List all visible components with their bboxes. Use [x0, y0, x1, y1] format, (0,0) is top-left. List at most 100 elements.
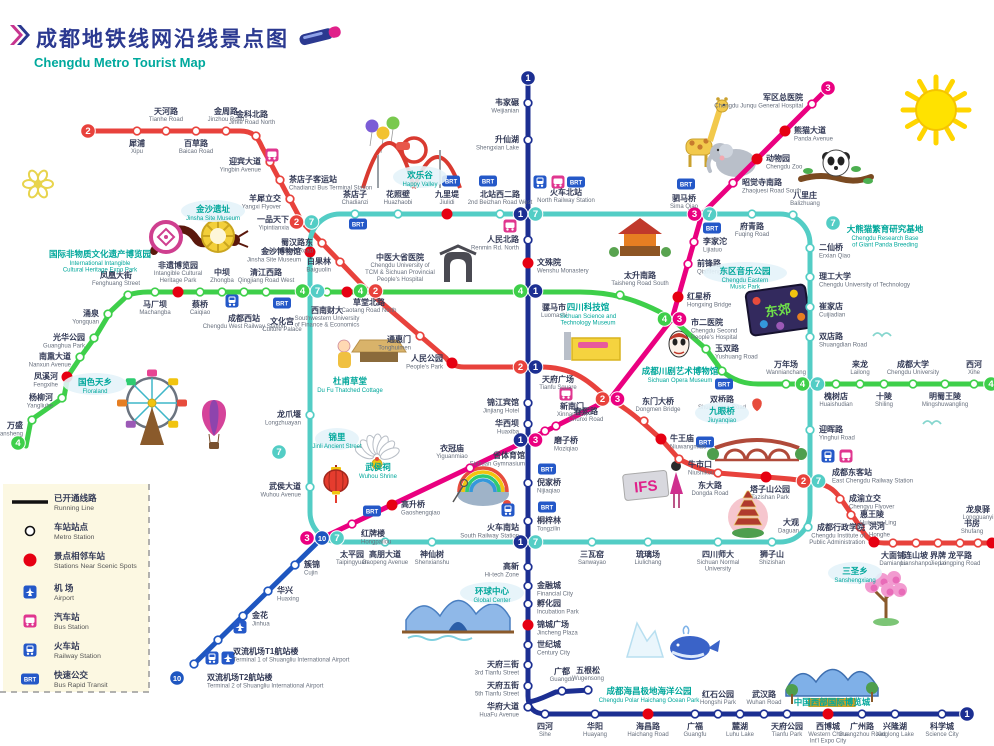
svg-text:天府五街: 天府五街	[487, 680, 519, 690]
svg-text:Hongxing Bridge: Hongxing Bridge	[687, 303, 732, 309]
svg-text:BRT: BRT	[482, 179, 495, 185]
svg-text:1: 1	[525, 73, 531, 84]
svg-text:4: 4	[662, 314, 668, 325]
svg-text:汽车站: 汽车站	[54, 612, 80, 622]
svg-text:Huiwang Ling: Huiwang Ling	[860, 521, 896, 527]
station-guanghua-park	[89, 333, 99, 343]
svg-text:Sichuan Normal: Sichuan Normal	[697, 560, 740, 566]
svg-text:BRT: BRT	[276, 301, 289, 307]
svg-text:牛王庙: 牛王庙	[670, 433, 694, 443]
svg-text:Dongda Road: Dongda Road	[691, 491, 728, 497]
station-gaopeng-avenue	[380, 537, 390, 547]
svg-text:Floraland: Floraland	[82, 389, 107, 395]
svg-text:茶店子客运站: 茶店子客运站	[288, 174, 337, 184]
svg-text:九眼桥: 九眼桥	[708, 406, 735, 416]
svg-text:3: 3	[615, 394, 620, 405]
svg-text:Century City: Century City	[537, 651, 570, 657]
station-sihe	[540, 709, 550, 719]
svg-text:2: 2	[85, 126, 90, 137]
svg-text:Zhaojuesi Road South: Zhaojuesi Road South	[742, 189, 801, 195]
svg-text:Cuijiadian: Cuijiadian	[819, 313, 845, 319]
line-badge-7: 7	[271, 444, 287, 460]
svg-text:Jiuyanqiao: Jiuyanqiao	[708, 418, 737, 424]
station-erxian-qiao	[805, 243, 815, 253]
station-terminal-2-of-shuangliu-international-airport	[189, 659, 199, 669]
svg-text:1: 1	[518, 537, 524, 548]
svg-text:Chengdu Institute of: Chengdu Institute of	[811, 534, 865, 540]
svg-text:Daguan: Daguan	[778, 529, 799, 535]
svg-text:Terminal 1 of Shuangliu Intern: Terminal 1 of Shuangliu International Ai…	[233, 658, 350, 664]
svg-text:Guangfu: Guangfu	[683, 732, 706, 738]
station-nijiaqiao	[523, 478, 533, 488]
svg-text:BRT: BRT	[445, 179, 458, 185]
svg-text:Cultural Heritage Expo Park: Cultural Heritage Expo Park	[63, 268, 138, 274]
expo-illustration	[785, 668, 879, 707]
svg-text:Yangliuhe: Yangliuhe	[27, 404, 54, 410]
station-jiepai	[933, 538, 943, 548]
svg-text:1: 1	[518, 209, 524, 220]
svg-text:Sihe: Sihe	[539, 732, 552, 738]
svg-text:白果林: 白果林	[307, 256, 331, 266]
svg-text:成都西站: 成都西站	[228, 313, 260, 323]
svg-text:Chadianzi: Chadianzi	[342, 200, 369, 206]
station-tonghuimen	[415, 331, 425, 341]
svg-text:BRT: BRT	[352, 222, 365, 228]
station-people-s-park	[446, 357, 458, 369]
svg-text:Dongmen Bridge: Dongmen Bridge	[635, 407, 681, 413]
svg-text:Fuqing Road: Fuqing Road	[735, 232, 769, 238]
station-shenxianshu	[427, 537, 437, 547]
svg-text:光华公园: 光华公园	[52, 332, 85, 342]
svg-text:Science City: Science City	[925, 732, 958, 738]
line-badge-4: 4	[983, 376, 994, 392]
svg-text:Luomashi: Luomashi	[541, 313, 567, 319]
svg-text:7: 7	[816, 476, 821, 487]
station-guangfu	[690, 709, 700, 719]
svg-text:西南财大: 西南财大	[311, 305, 343, 315]
svg-text:成都川剧艺术博物馆: 成都川剧艺术博物馆	[642, 366, 719, 376]
station-guangdu	[557, 686, 567, 696]
svg-text:Yangxi Flyover: Yangxi Flyover	[242, 205, 281, 211]
svg-text:市二医院: 市二医院	[691, 317, 723, 327]
svg-text:East Shuhan Road: East Shuhan Road	[263, 249, 313, 255]
station-fuqing-road	[747, 209, 757, 219]
svg-text:Wannianchang: Wannianchang	[766, 370, 806, 376]
svg-text:Chengdu Polar Haichang Ocean P: Chengdu Polar Haichang Ocean Park	[599, 698, 700, 704]
svg-text:Panda Avenue: Panda Avenue	[794, 137, 834, 143]
svg-text:Damianpu: Damianpu	[879, 561, 906, 567]
svg-text:火车站: 火车站	[54, 641, 80, 651]
bus-icon	[265, 148, 279, 162]
svg-text:Int'l Expo City: Int'l Expo City	[810, 739, 847, 745]
svg-text:3: 3	[533, 435, 538, 446]
svg-text:Mingshuwangling: Mingshuwangling	[922, 402, 968, 408]
map-title-zh: 成都地铁线网沿线景点图	[36, 27, 289, 51]
svg-text:金沙博物馆: 金沙博物馆	[260, 246, 301, 256]
svg-text:大熊猫繁育研究基地: 大熊猫繁育研究基地	[847, 224, 924, 234]
station-2nd-beizhan-road-west	[495, 209, 505, 219]
station-intangible-cultural-heritage-park	[172, 286, 184, 298]
svg-text:神仙树: 神仙树	[420, 549, 444, 559]
svg-text:Technology Museum: Technology Museum	[560, 321, 615, 327]
station-haichang-road	[642, 708, 654, 720]
train-icon	[821, 449, 835, 463]
brt-icon: BRT	[21, 673, 39, 685]
station-renmin-rd-north	[523, 235, 533, 245]
svg-text:中国西部国际博览城: 中国西部国际博览城	[794, 697, 871, 707]
legend-item-train: 火车站 Railway Station	[23, 641, 101, 660]
svg-text:Railway Station: Railway Station	[54, 653, 101, 660]
svg-text:Chadianzi Bus Terminal Station: Chadianzi Bus Terminal Station	[289, 186, 372, 192]
svg-text:四川科技馆: 四川科技馆	[567, 302, 610, 312]
svg-text:金周路: 金周路	[213, 106, 239, 116]
station-science-city	[937, 709, 947, 719]
station-xihe	[969, 379, 979, 389]
svg-text:Sanwayao: Sanwayao	[578, 560, 607, 566]
svg-text:蜀汉路东: 蜀汉路东	[281, 237, 313, 247]
svg-text:Xinnanmen: Xinnanmen	[557, 412, 587, 418]
svg-text:People's Hospital: People's Hospital	[691, 335, 737, 341]
svg-text:清江西路: 清江西路	[250, 267, 283, 277]
iceberg-illustration	[625, 621, 665, 658]
svg-text:惠王陵: 惠王陵	[860, 509, 885, 519]
station-jinjiang-hotel	[523, 398, 533, 408]
